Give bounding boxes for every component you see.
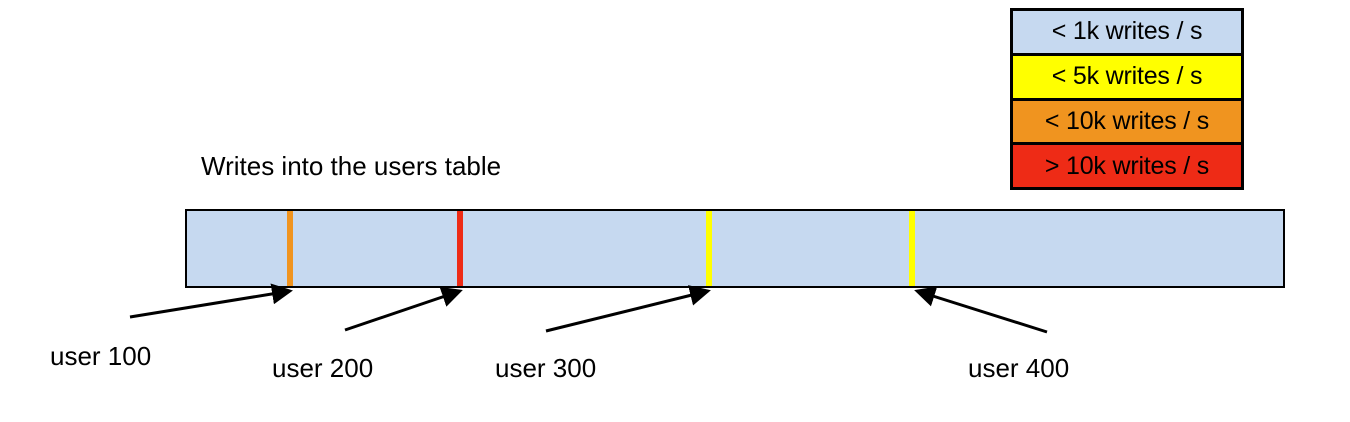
arrow-user-300 bbox=[545, 285, 711, 333]
arrow-user-100 bbox=[129, 283, 293, 319]
callout-label-user-300: user 300 bbox=[495, 353, 597, 383]
legend-row-under-10k: < 10k writes / s bbox=[1013, 100, 1241, 146]
legend-label-under-10k: < 10k writes / s bbox=[1044, 106, 1210, 135]
stripe-user-200 bbox=[457, 211, 463, 286]
chart-title: Writes into the users table bbox=[201, 151, 502, 181]
legend-row-under-1k: < 1k writes / s bbox=[1013, 11, 1241, 56]
legend-row-over-10k: > 10k writes / s bbox=[1013, 145, 1241, 187]
users-table-band bbox=[185, 209, 1285, 288]
callout-label-user-100: user 100 bbox=[50, 341, 152, 371]
write-rate-legend: < 1k writes / s < 5k writes / s < 10k wr… bbox=[1010, 8, 1244, 190]
arrow-user-200 bbox=[344, 286, 463, 332]
stripe-user-100 bbox=[287, 211, 293, 286]
legend-label-under-1k: < 1k writes / s bbox=[1051, 17, 1203, 46]
legend-label-under-5k: < 5k writes / s bbox=[1051, 62, 1203, 91]
callout-label-user-200: user 200 bbox=[272, 353, 374, 383]
stripe-user-400 bbox=[909, 211, 915, 286]
callout-label-user-400: user 400 bbox=[968, 353, 1070, 383]
arrow-user-400 bbox=[914, 286, 1048, 334]
stripe-user-300 bbox=[706, 211, 712, 286]
legend-row-under-5k: < 5k writes / s bbox=[1013, 55, 1241, 101]
legend-label-over-10k: > 10k writes / s bbox=[1044, 151, 1210, 180]
